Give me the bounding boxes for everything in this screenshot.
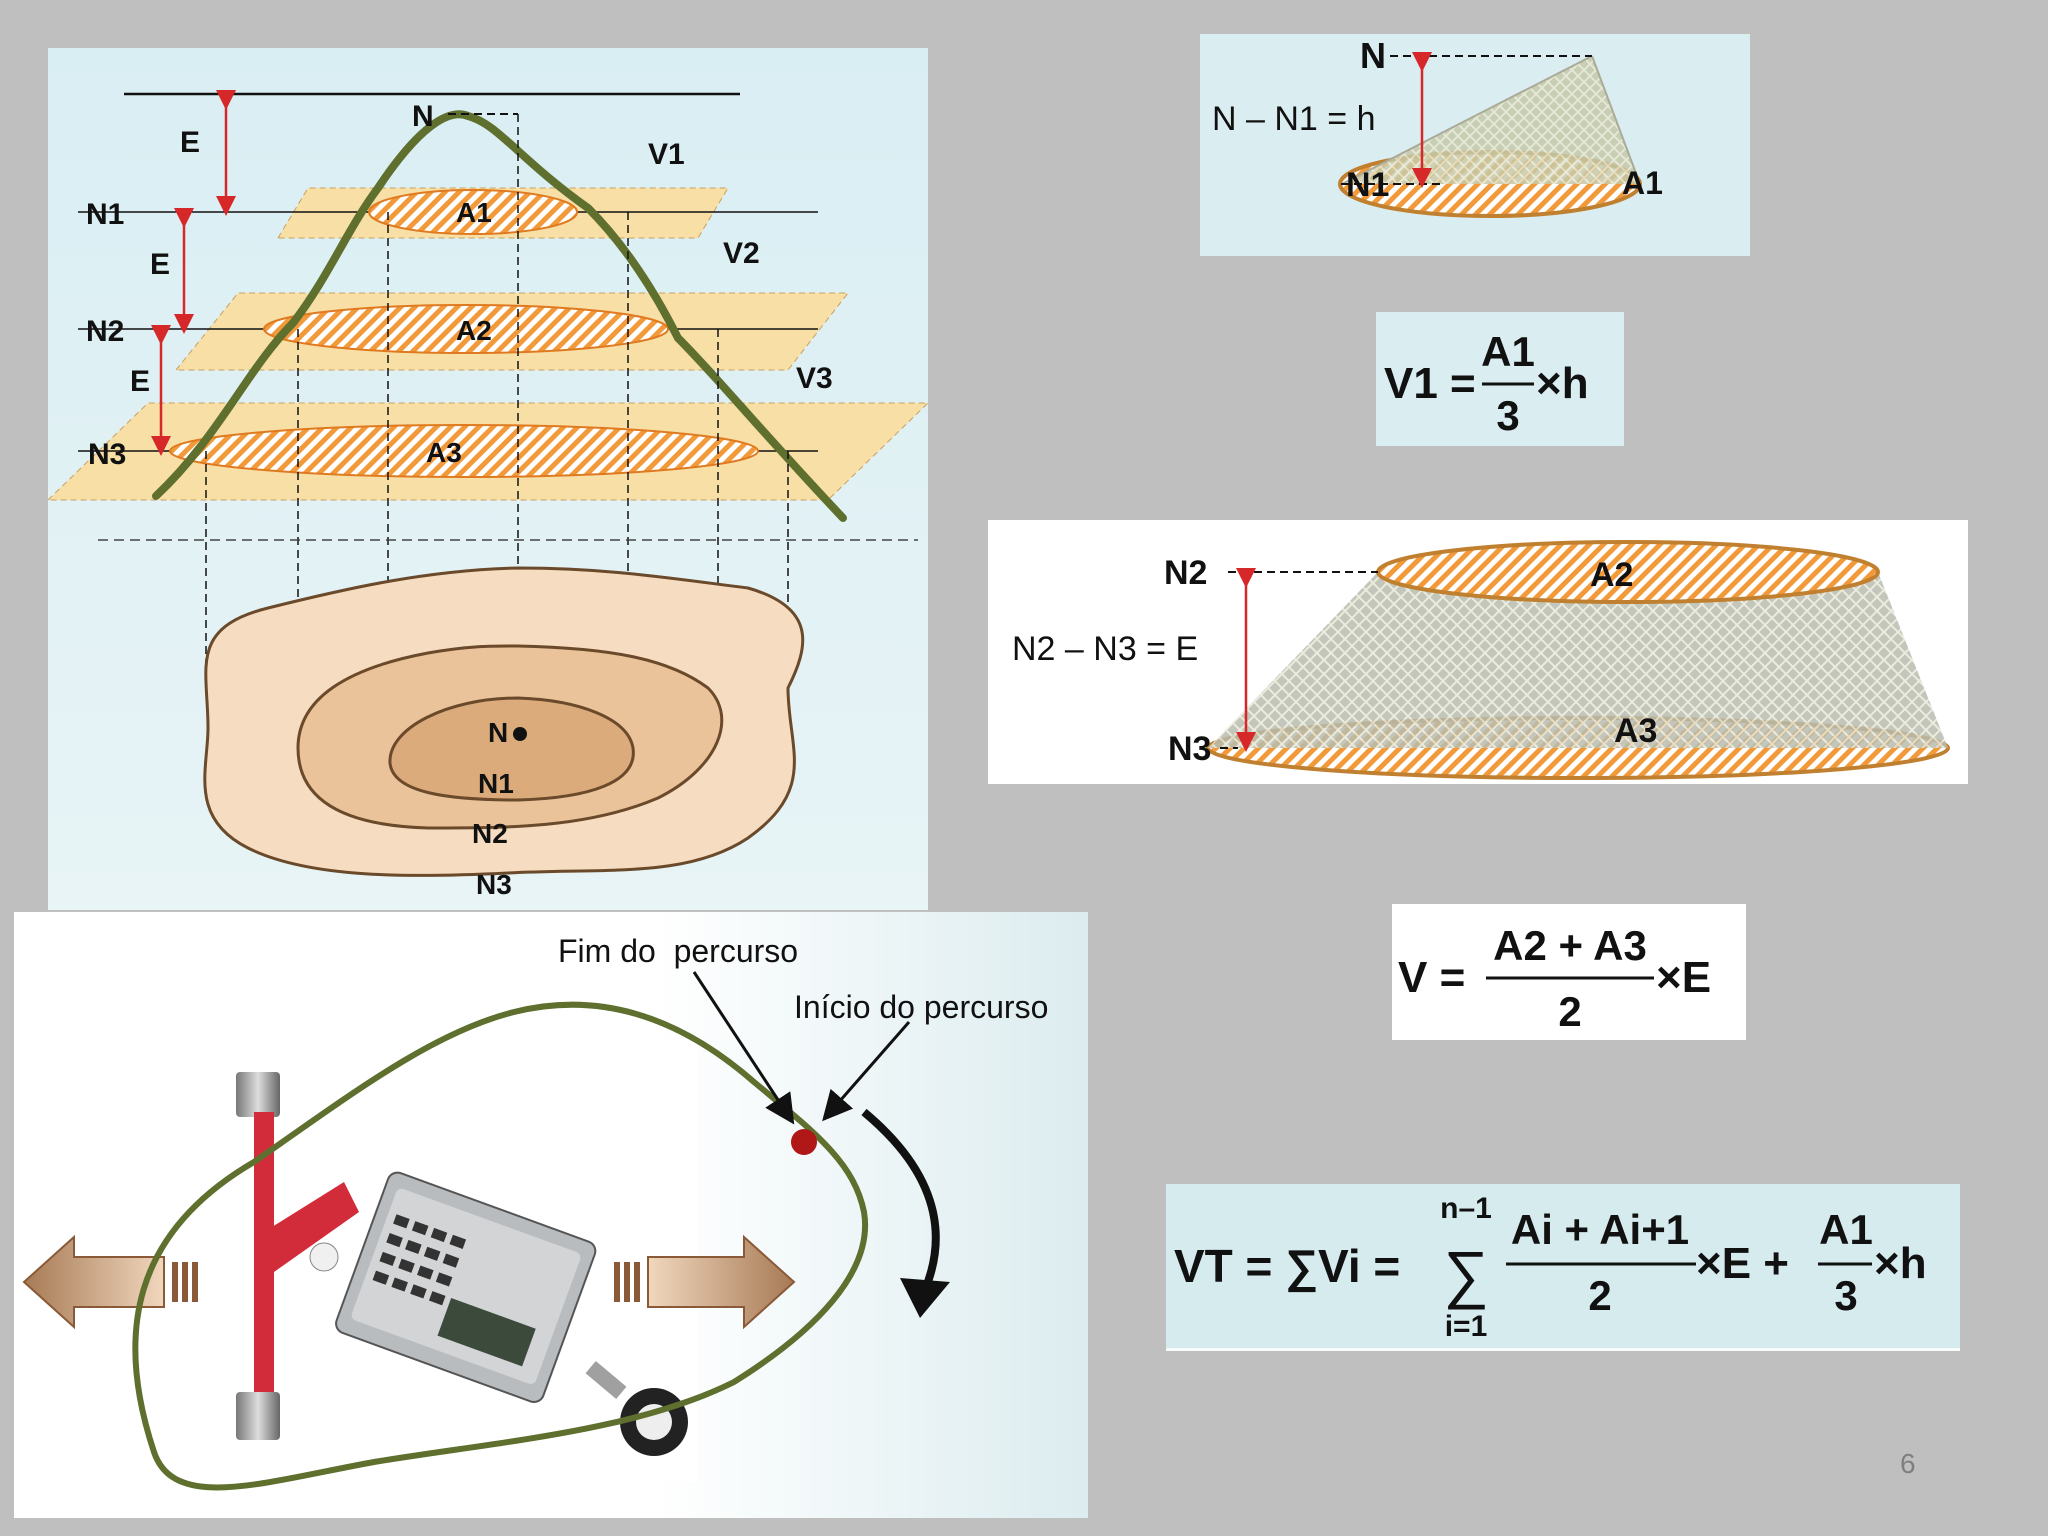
term1-denominator: 2	[1588, 1272, 1611, 1319]
cone-surface	[1342, 56, 1640, 184]
peak-label: N	[412, 100, 434, 133]
section-a1	[368, 189, 578, 235]
section-a3	[169, 424, 759, 478]
left-arrow	[22, 1234, 198, 1330]
equidistance-label-2: E	[150, 248, 170, 281]
area-label-a1: A1	[456, 197, 492, 228]
volume-label-v1: V1	[648, 138, 685, 171]
peak-point	[513, 727, 527, 741]
frustum-formula-suffix: ×E	[1656, 953, 1711, 1002]
term2-denominator: 3	[1834, 1272, 1857, 1319]
direction-arrow	[861, 1108, 940, 1294]
page-number: 6	[1900, 1448, 1916, 1479]
sum-lower-limit: i=1	[1445, 1310, 1488, 1343]
frustum-formula-denominator: 2	[1558, 988, 1581, 1035]
volume-label-v3: V3	[796, 362, 833, 395]
term1-suffix: ×E +	[1696, 1239, 1789, 1288]
term2-suffix: ×h	[1874, 1239, 1927, 1288]
frustum-top-label: N2	[1164, 554, 1207, 592]
frustum-formula-numerator: A2 + A3	[1493, 922, 1647, 969]
frustum-surface	[1208, 572, 1948, 748]
area-label-a3: A3	[426, 437, 462, 468]
cone-diagram: N N1 N – N1 = h A1	[1200, 34, 1750, 256]
start-pointer	[822, 1021, 911, 1122]
equidistance-label-1: E	[180, 126, 200, 159]
frustum-bottom-area-label: A3	[1614, 712, 1657, 750]
traced-path	[132, 1001, 869, 1491]
map-label-n2: N2	[472, 818, 508, 849]
contour-diagram: N E E E N1 N2 N3 A1 A2 A3 V1 V2 V3 N N1 …	[48, 48, 928, 910]
end-label: Fim do percurso	[558, 933, 798, 969]
right-arrow	[614, 1234, 796, 1330]
map-label-n1: N1	[478, 768, 514, 799]
contour-n1	[388, 696, 635, 802]
cone-area-label: A1	[1622, 165, 1663, 201]
frustum-height-label: N2 – N3 = E	[1012, 630, 1198, 668]
total-volume-formula: VT = ∑Vi = n–1 ∑ i=1 Ai + Ai+1 2 ×E + A1…	[1166, 1184, 1960, 1351]
cone-base-label: N1	[1346, 166, 1389, 204]
planimeter-diagram: Fim do percurso Início do percurso	[14, 912, 1088, 1518]
start-end-point	[791, 1129, 817, 1155]
level-label-n2: N2	[86, 315, 124, 348]
equidistance-label-3: E	[130, 365, 150, 398]
frustum-diagram: N2 N3 N2 – N3 = E A2 A3	[988, 520, 1968, 784]
section-a2	[263, 304, 669, 354]
frustum-formula-lhs: V =	[1398, 953, 1465, 1002]
start-label: Início do percurso	[794, 989, 1048, 1025]
cone-top-label: N	[1360, 35, 1386, 76]
frustum-top-area-label: A2	[1590, 556, 1633, 594]
cone-formula-numerator: A1	[1481, 328, 1535, 375]
cone-formula-denominator: 3	[1496, 392, 1519, 439]
level-label-n3: N3	[88, 438, 126, 471]
planimeter-device	[236, 1072, 688, 1456]
volume-label-v2: V2	[723, 237, 760, 270]
sum-upper-limit: n–1	[1440, 1192, 1492, 1225]
terrain-profile	[152, 110, 847, 522]
cone-height-label: N – N1 = h	[1212, 100, 1375, 138]
term1-numerator: Ai + Ai+1	[1511, 1206, 1689, 1253]
term2-numerator: A1	[1819, 1206, 1873, 1253]
map-peak-label: N	[488, 717, 508, 748]
cone-formula-suffix: ×h	[1536, 359, 1589, 408]
level-label-n1: N1	[86, 198, 124, 231]
frustum-formula: V = A2 + A3 2 ×E	[1392, 904, 1746, 1040]
total-formula-lhs: VT = ∑Vi =	[1174, 1240, 1400, 1293]
area-label-a2: A2	[456, 315, 492, 346]
frustum-bottom-label: N3	[1168, 730, 1211, 768]
sum-symbol: ∑	[1443, 1238, 1489, 1310]
cone-formula-lhs: V1 =	[1384, 359, 1476, 408]
map-label-n3: N3	[476, 869, 512, 900]
end-pointer	[692, 971, 795, 1125]
cone-formula: V1 = A1 3 ×h	[1376, 312, 1624, 446]
